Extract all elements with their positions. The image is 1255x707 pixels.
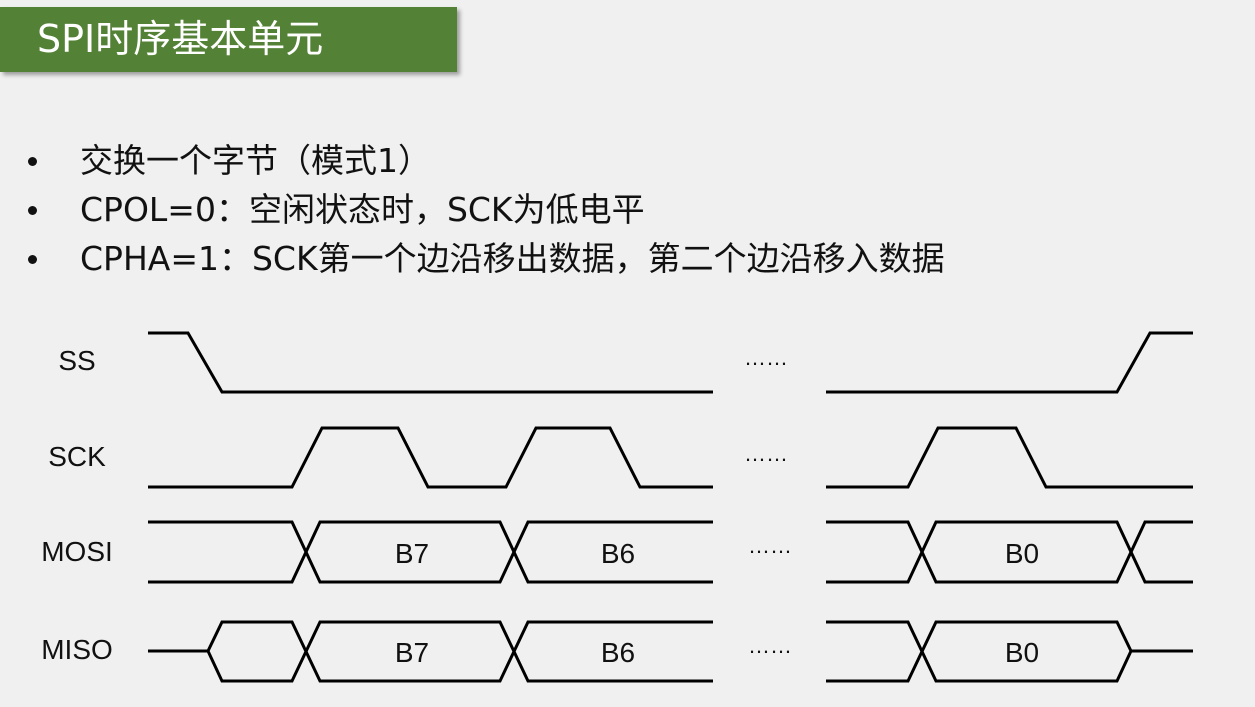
ss-waveform	[826, 331, 1193, 394]
mosi-byte-b0: B0	[1005, 538, 1039, 569]
bullet-text: 交换一个字节（模式1）	[80, 141, 431, 180]
ellipsis-sck: ……	[744, 441, 788, 466]
signal-label-miso: MISO	[41, 634, 113, 665]
ellipsis-ss: ……	[744, 345, 788, 370]
bullet-text: CPHA=1：SCK第一个边沿移出数据，第二个边沿移入数据	[80, 239, 945, 278]
miso-waveform	[148, 620, 1193, 683]
mosi-byte-b7: B7	[395, 538, 429, 569]
bullet-item: CPHA=1：SCK第一个边沿移出数据，第二个边沿移入数据	[28, 234, 945, 283]
signal-label-mosi: MOSI	[41, 536, 113, 567]
ellipsis-miso: ……	[748, 633, 792, 658]
signal-label-sck: SCK	[48, 441, 106, 472]
sck-waveform	[826, 426, 1193, 489]
bullet-dot-icon	[28, 206, 37, 215]
bullet-item: CPOL=0：空闲状态时，SCK为低电平	[28, 185, 945, 234]
ellipsis-mosi: ……	[748, 533, 792, 558]
ss-waveform	[148, 331, 713, 394]
mosi-byte-b6: B6	[601, 538, 635, 569]
bullet-text: CPOL=0：空闲状态时，SCK为低电平	[80, 190, 645, 229]
bullet-list: 交换一个字节（模式1） CPOL=0：空闲状态时，SCK为低电平 CPHA=1：…	[28, 136, 945, 283]
slide-title: SPI时序基本单元	[37, 17, 324, 61]
bullet-item: 交换一个字节（模式1）	[28, 136, 945, 185]
bullet-dot-icon	[28, 157, 37, 166]
sck-waveform	[148, 426, 713, 489]
mosi-waveform	[148, 520, 1193, 584]
miso-byte-b6: B6	[601, 637, 635, 668]
miso-byte-b7: B7	[395, 637, 429, 668]
miso-byte-b0: B0	[1005, 637, 1039, 668]
bullet-dot-icon	[28, 255, 37, 264]
signal-label-ss: SS	[58, 345, 95, 376]
title-bar: SPI时序基本单元	[0, 7, 457, 72]
